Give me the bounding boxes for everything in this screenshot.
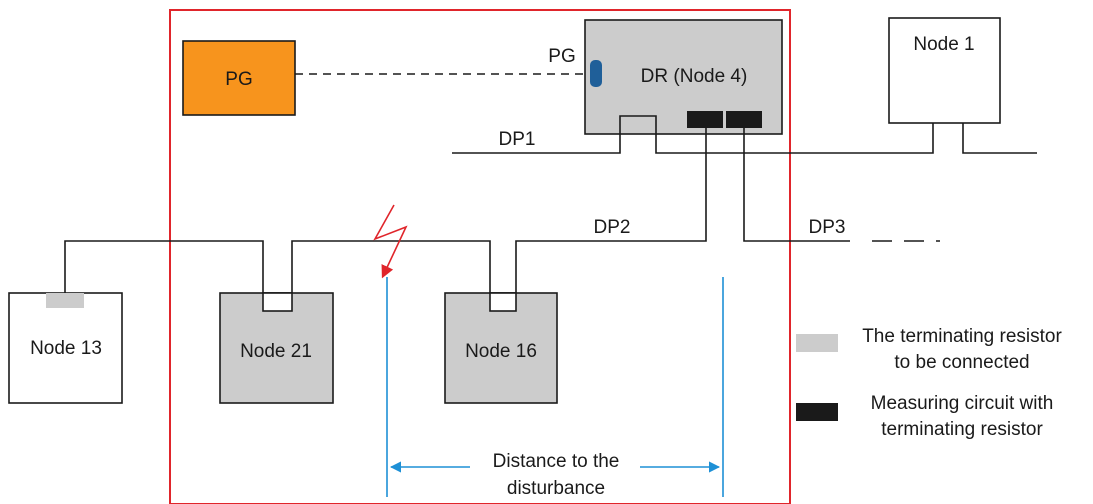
pg-port-label: PG	[548, 46, 575, 67]
measuring-circuit-2	[726, 111, 762, 128]
dp3-label: DP3	[809, 217, 846, 238]
node-13-label: Node 13	[30, 338, 102, 359]
distance-label-line1: Distance to the	[493, 451, 620, 472]
dp1-label: DP1	[499, 129, 536, 150]
legend-measuring-line2: terminating resistor	[881, 419, 1043, 440]
dp2-bus-line	[64, 128, 707, 294]
node-16-connector	[489, 292, 517, 312]
dr-node-label: DR (Node 4)	[641, 66, 748, 87]
dp3-bus-line	[743, 128, 850, 242]
legend-resistor-line1: The terminating resistor	[862, 326, 1062, 347]
segment-frame	[169, 9, 791, 504]
pg-device	[182, 40, 296, 116]
legend-measuring-swatch	[796, 403, 838, 421]
node-16-label: Node 16	[465, 341, 537, 362]
dp2-label: DP2	[594, 217, 631, 238]
pg-device-label: PG	[225, 69, 252, 90]
disturbance-lightning-icon	[373, 204, 408, 279]
legend-measuring-line1: Measuring circuit with	[871, 393, 1054, 414]
node-1-label: Node 1	[913, 34, 974, 55]
measuring-circuit-1	[687, 111, 723, 128]
legend-resistor-line2: to be connected	[894, 352, 1029, 373]
node-13-terminating-resistor	[46, 293, 84, 308]
node-1	[888, 17, 1001, 124]
distance-label-line2: disturbance	[507, 478, 605, 499]
node-21-connector	[262, 292, 293, 312]
pg-port-icon	[590, 60, 602, 87]
legend-resistor-swatch	[796, 334, 838, 352]
node-21-label: Node 21	[240, 341, 312, 362]
distance-label-backdrop	[470, 448, 640, 492]
